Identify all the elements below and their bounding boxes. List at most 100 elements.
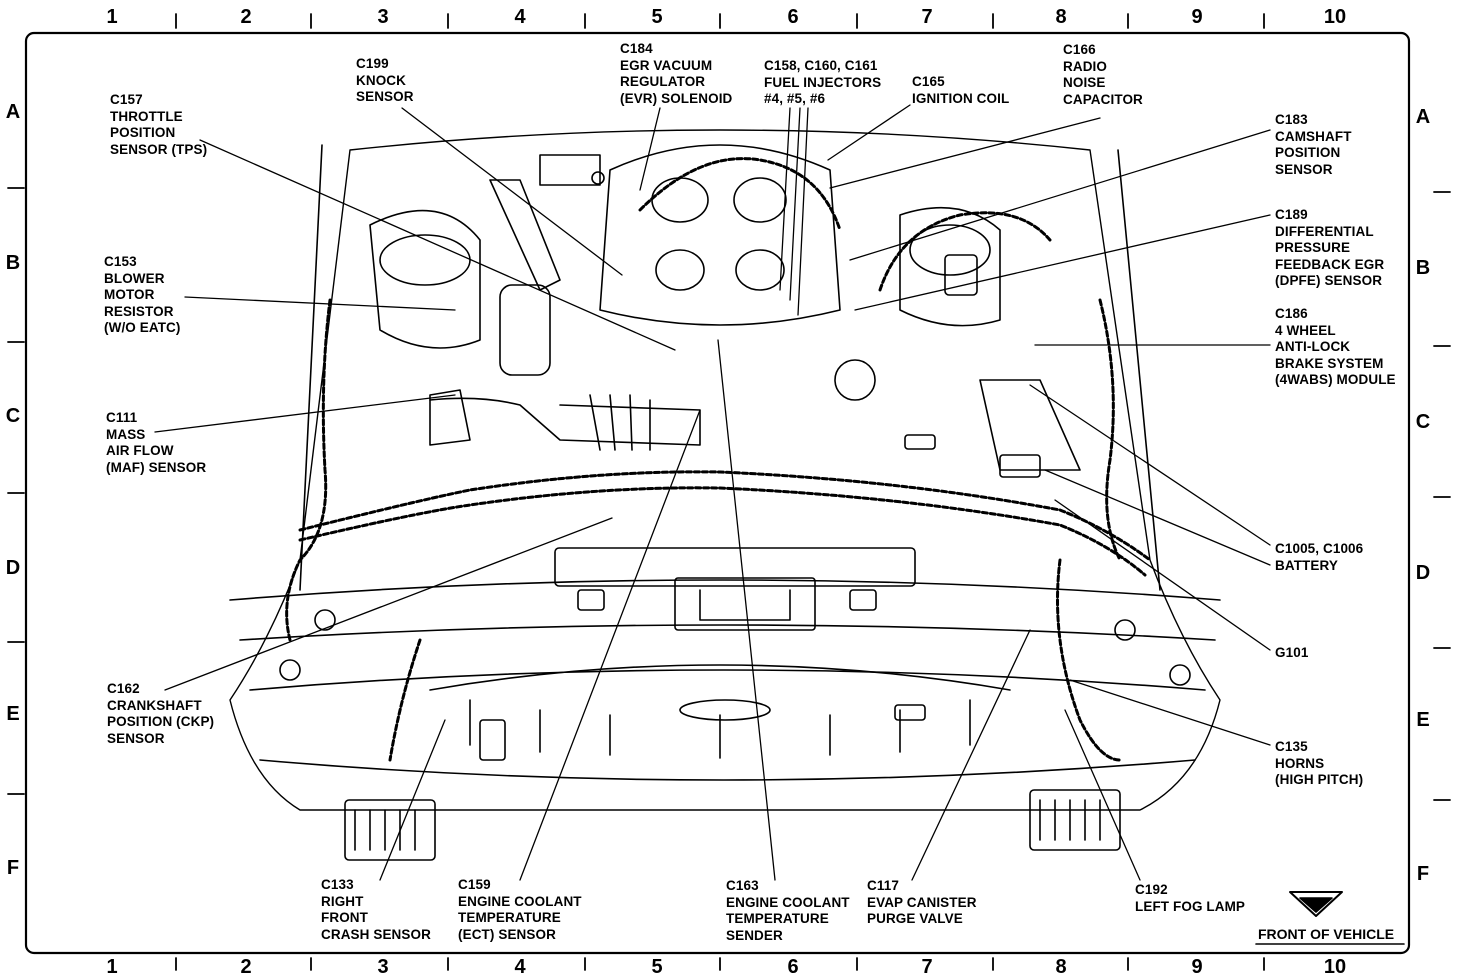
callout-line: C111 xyxy=(106,410,138,425)
callout-line: C192 xyxy=(1135,882,1168,897)
callout-line: AIR FLOW xyxy=(106,443,174,458)
callout-line: POSITION xyxy=(110,125,176,140)
callout-line: 4 WHEEL xyxy=(1275,322,1336,338)
callout-c117-evap-purge-valve: C117 EVAP CANISTER PURGE VALVE xyxy=(867,878,977,928)
callout-c184-evr-solenoid: C184 EGR VACUUM REGULATOR (EVR) SOLENOID xyxy=(620,41,732,107)
callout-line: C135 xyxy=(1275,739,1308,754)
grid-row-d-right: D xyxy=(1415,562,1431,584)
callout-line: (DPFE) SENSOR xyxy=(1275,273,1383,288)
grid-col-6-bottom: 6 xyxy=(787,956,799,978)
callout-line: (MAF) SENSOR xyxy=(106,459,207,475)
callout-line: BLOWER xyxy=(104,270,165,286)
callout-line: NOISE xyxy=(1063,75,1106,90)
callout-line: RIGHT xyxy=(321,893,364,909)
callout-line: ENGINE COOLANT xyxy=(726,894,850,910)
grid-col-5-bottom: 5 xyxy=(651,956,663,978)
callout-line: REGULATOR xyxy=(620,74,706,89)
callout-line: IGNITION COIL xyxy=(912,90,1010,106)
callout-line: FEEDBACK EGR xyxy=(1275,256,1385,272)
callout-line: BATTERY xyxy=(1275,557,1338,573)
grid-col-2-top: 2 xyxy=(240,6,252,28)
callout-line: KNOCK xyxy=(356,72,406,88)
callout-c135-horns: C135 HORNS (HIGH PITCH) xyxy=(1275,739,1363,789)
callout-line: PRESSURE xyxy=(1275,240,1351,255)
callout-line: CAMSHAFT xyxy=(1275,128,1352,144)
grid-row-a-left: A xyxy=(5,101,21,123)
callout-line: (ECT) SENSOR xyxy=(458,926,556,942)
callout-line: G101 xyxy=(1275,645,1309,660)
callout-c183-camshaft-sensor: C183 CAMSHAFT POSITION SENSOR xyxy=(1275,112,1352,178)
callout-line: SENSOR xyxy=(356,89,414,104)
callout-line: C163 xyxy=(726,878,759,893)
grid-col-6-top: 6 xyxy=(787,6,799,28)
callout-line: C117 xyxy=(867,878,899,893)
callout-line: LEFT FOG LAMP xyxy=(1135,898,1246,914)
callout-line: BRAKE SYSTEM xyxy=(1275,355,1384,371)
callout-line: C186 xyxy=(1275,306,1308,321)
callout-line: C199 xyxy=(356,56,389,71)
callout-c159-ect-sensor: C159 ENGINE COOLANT TEMPERATURE (ECT) SE… xyxy=(458,877,582,943)
callout-c158-fuel-injectors: C158, C160, C161 FUEL INJECTORS #4, #5, … xyxy=(764,58,881,108)
grid-row-e-right: E xyxy=(1416,709,1430,731)
callout-line: EVAP CANISTER xyxy=(867,894,977,910)
front-arrow-icon xyxy=(1288,888,1344,918)
callout-line: CAPACITOR xyxy=(1063,91,1143,107)
callout-line: C184 xyxy=(620,41,653,56)
grid-col-8-top: 8 xyxy=(1055,6,1067,28)
callout-line: FUEL INJECTORS xyxy=(764,74,882,90)
grid-col-5-top: 5 xyxy=(651,6,663,28)
callout-line: CRANKSHAFT xyxy=(107,697,202,713)
callout-c166-radio-noise-capacitor: C166 RADIO NOISE CAPACITOR xyxy=(1063,42,1143,108)
grid-row-c-left: C xyxy=(5,405,21,427)
callout-line: C189 xyxy=(1275,207,1308,222)
callout-line: PURGE VALVE xyxy=(867,911,963,926)
grid-col-8-bottom: 8 xyxy=(1055,956,1067,978)
callout-line: CRASH SENSOR xyxy=(321,926,431,942)
grid-col-1-bottom: 1 xyxy=(106,956,118,978)
callout-c163-ect-sender: C163 ENGINE COOLANT TEMPERATURE SENDER xyxy=(726,878,850,944)
callout-line: (HIGH PITCH) xyxy=(1275,772,1364,787)
callout-line: C165 xyxy=(912,74,945,89)
grid-col-7-top: 7 xyxy=(921,6,933,28)
callout-line: C133 xyxy=(321,877,354,892)
callout-line: HORNS xyxy=(1275,755,1325,771)
grid-col-7-bottom: 7 xyxy=(921,956,933,978)
callout-line: POSITION xyxy=(1275,145,1341,160)
grid-col-3-bottom: 3 xyxy=(377,956,389,978)
callout-line: ENGINE COOLANT xyxy=(458,893,582,909)
callout-line: C159 xyxy=(458,877,491,892)
callout-c165-ignition-coil: C165 IGNITION COIL xyxy=(912,74,1009,107)
grid-row-a-right: A xyxy=(1415,106,1431,128)
callout-c153-blower-motor-resistor: C153 BLOWER MOTOR RESISTOR (W/O EATC) xyxy=(104,254,180,337)
grid-row-d-left: D xyxy=(5,557,21,579)
callout-line: C162 xyxy=(107,681,140,696)
callout-line: C183 xyxy=(1275,112,1308,127)
grid-col-9-top: 9 xyxy=(1191,6,1203,28)
callout-line: C157 xyxy=(110,92,143,107)
grid-row-b-right: B xyxy=(1415,257,1431,279)
grid-col-4-bottom: 4 xyxy=(514,956,526,978)
callout-c186-4wabs-module: C186 4 WHEEL ANTI-LOCK BRAKE SYSTEM (4WA… xyxy=(1275,306,1396,389)
callout-line: RADIO xyxy=(1063,58,1107,74)
callout-line: EGR VACUUM xyxy=(620,57,713,73)
callout-c133-crash-sensor: C133 RIGHT FRONT CRASH SENSOR xyxy=(321,877,431,943)
grid-row-c-right: C xyxy=(1415,411,1431,433)
callout-line: RESISTOR xyxy=(104,303,174,319)
grid-col-3-top: 3 xyxy=(377,6,389,28)
grid-col-4-top: 4 xyxy=(514,6,526,28)
callout-line: C166 xyxy=(1063,42,1096,57)
callout-line: TEMPERATURE xyxy=(458,910,561,925)
callout-c1005-battery: C1005, C1006 BATTERY xyxy=(1275,541,1363,574)
callout-line: SENSOR xyxy=(1275,161,1333,177)
callout-line: (4WABS) MODULE xyxy=(1275,372,1396,387)
callout-line: C153 xyxy=(104,254,137,269)
callout-line: MOTOR xyxy=(104,287,155,302)
callout-line: C158, C160, C161 xyxy=(764,58,878,73)
callout-line: SENSOR xyxy=(107,730,165,746)
grid-col-1-top: 1 xyxy=(106,6,118,28)
callout-line: POSITION (CKP) xyxy=(107,714,215,729)
front-of-vehicle-label: FRONT OF VEHICLE xyxy=(1258,926,1395,942)
callout-line: TEMPERATURE xyxy=(726,911,829,926)
